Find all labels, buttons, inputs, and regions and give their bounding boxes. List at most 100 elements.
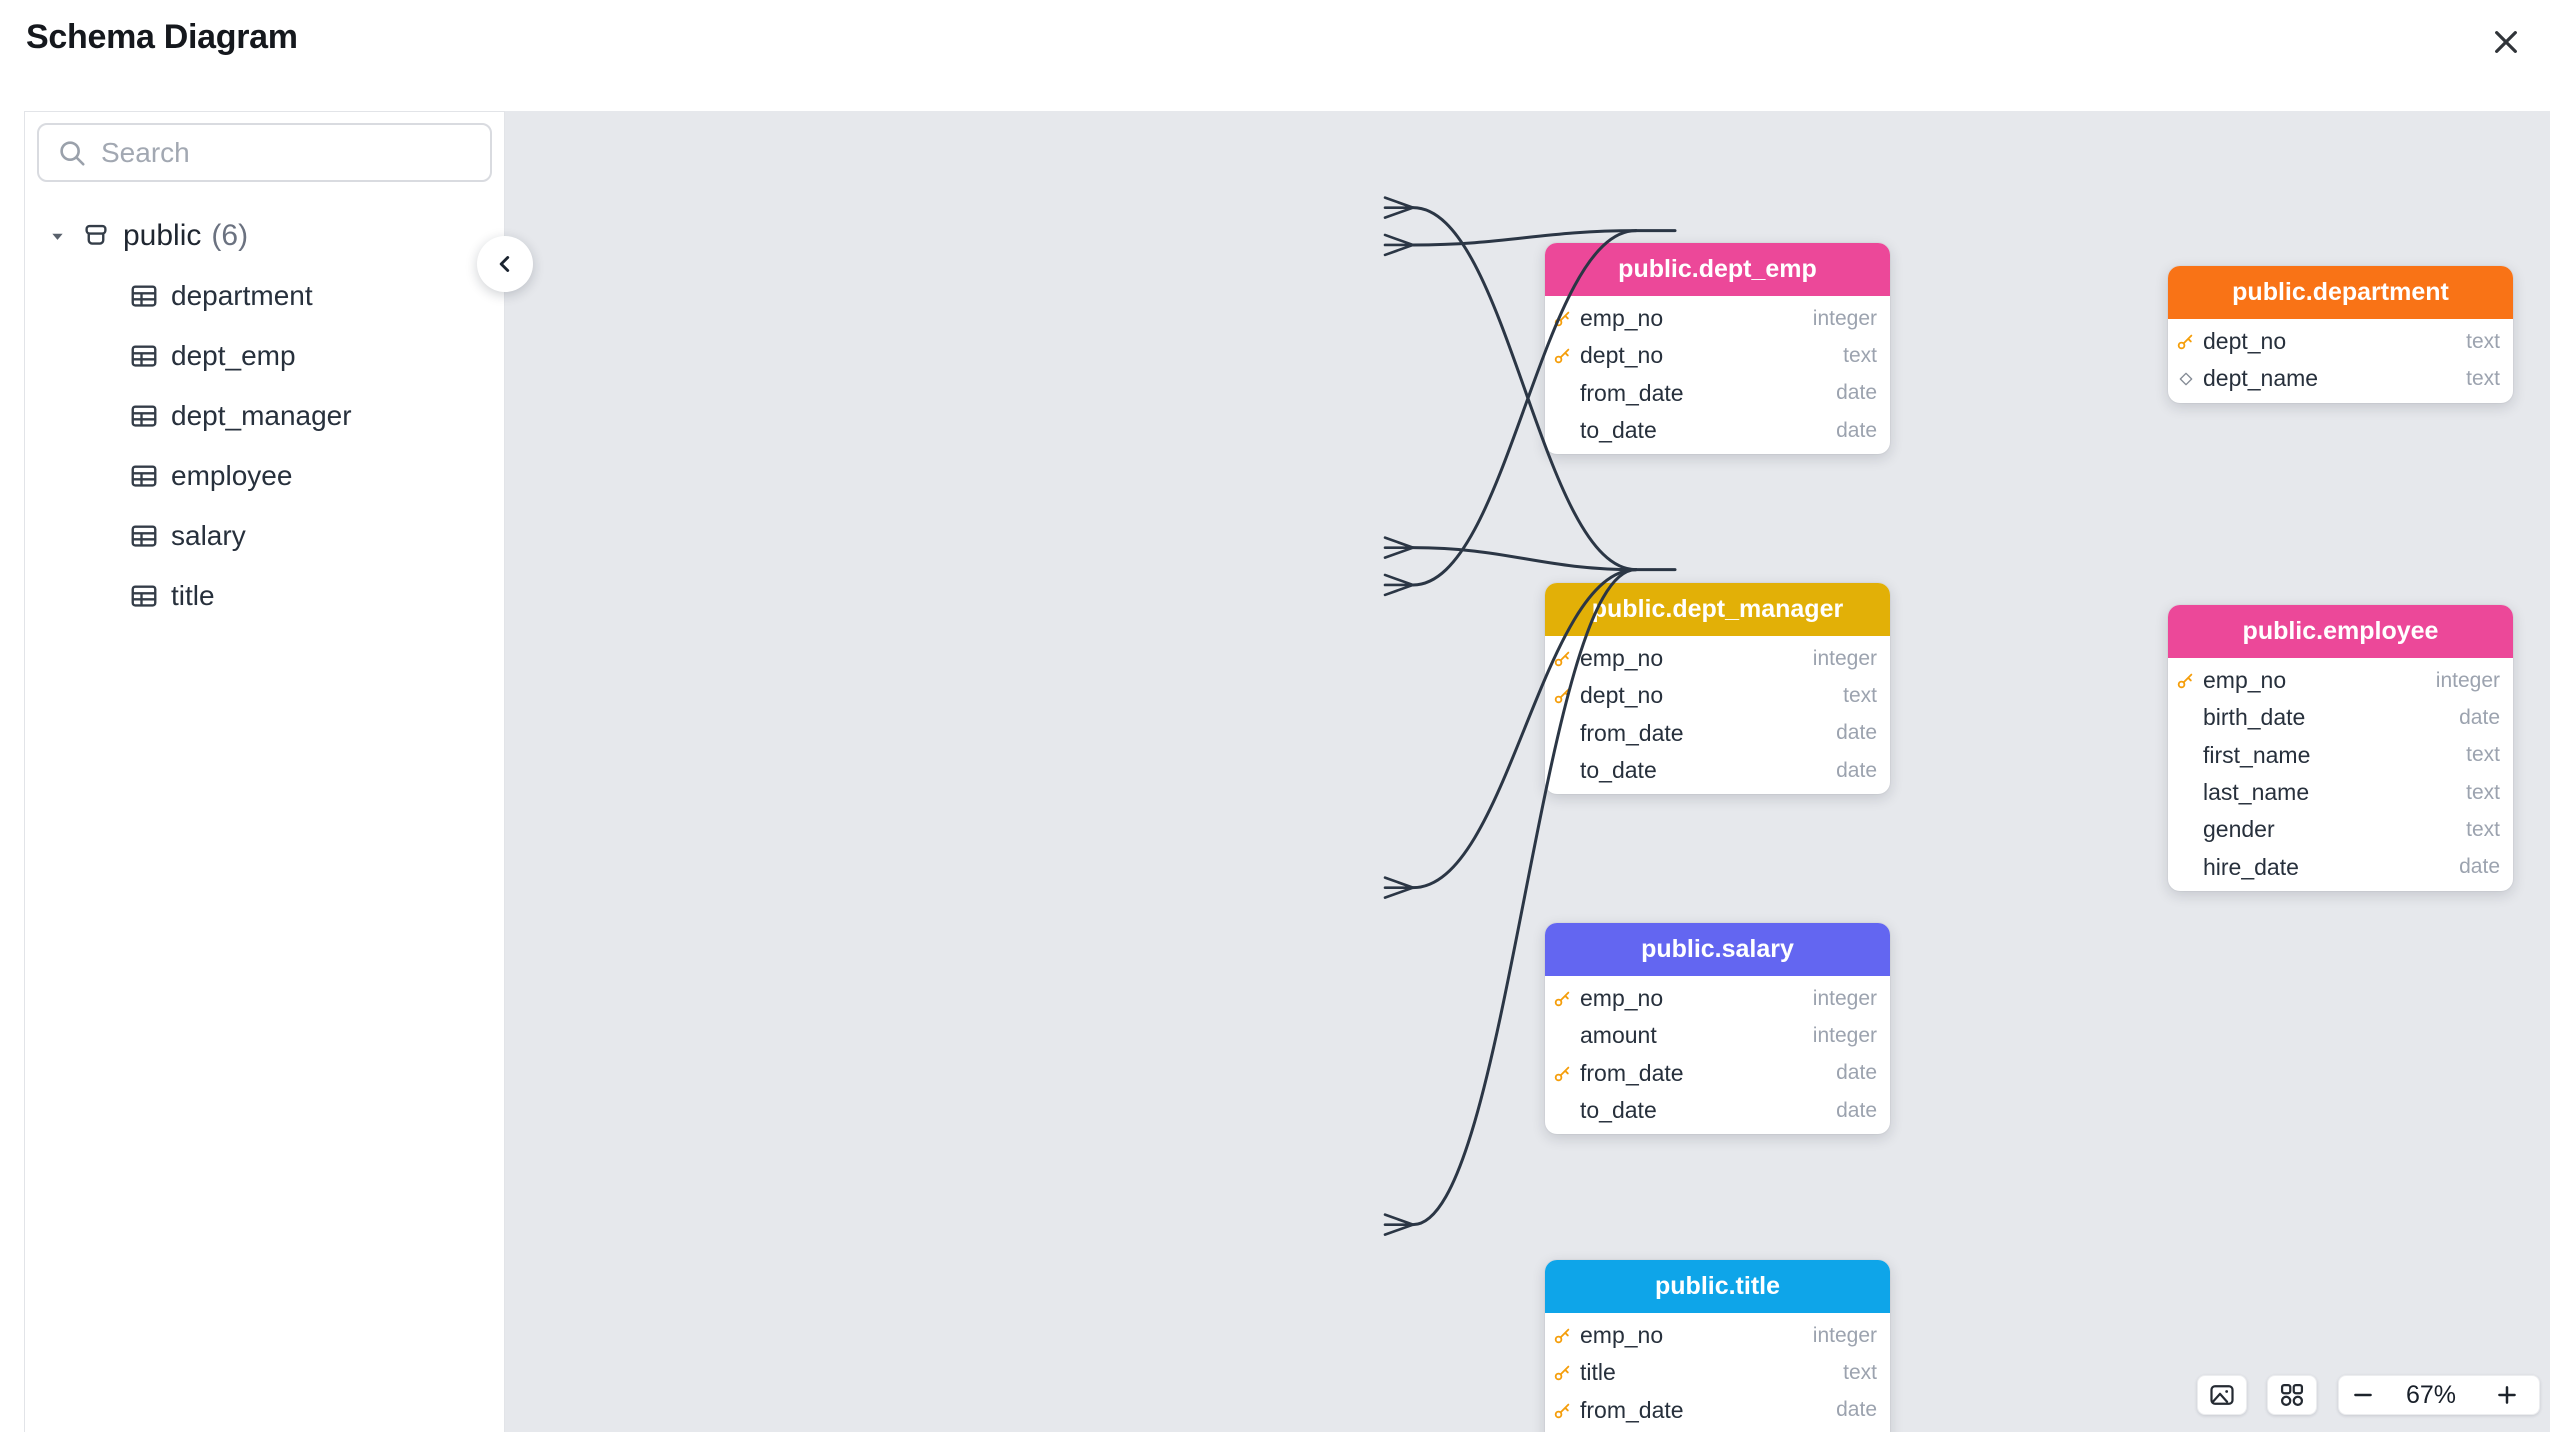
schema-label: public bbox=[123, 219, 202, 252]
search-box[interactable] bbox=[37, 123, 492, 182]
zoom-controls: 67% bbox=[2338, 1375, 2540, 1415]
schema-tree: public (6) department dept_emp dept_manage… bbox=[25, 206, 504, 626]
sidebar-item-salary[interactable]: salary bbox=[25, 506, 504, 566]
caret-down-icon[interactable] bbox=[47, 227, 67, 246]
table-node-title[interactable]: public.employee bbox=[2168, 605, 2513, 658]
table-node-title[interactable]: public.dept_emp bbox=[1545, 243, 1890, 296]
zoom-out-button[interactable] bbox=[2339, 1376, 2387, 1414]
field-type: text bbox=[1843, 683, 1877, 707]
export-image-button[interactable] bbox=[2197, 1375, 2247, 1415]
field-name: emp_no bbox=[1580, 305, 1664, 332]
field-type: integer bbox=[1812, 986, 1877, 1010]
field-icon-spacer bbox=[1552, 1025, 1573, 1046]
minus-icon bbox=[2354, 1393, 2372, 1397]
primary-key-icon bbox=[1552, 685, 1573, 706]
field-name: dept_name bbox=[2203, 365, 2319, 392]
field-type: text bbox=[2466, 366, 2500, 390]
sidebar-collapse-button[interactable] bbox=[477, 236, 533, 292]
field-row-dept_name: dept_name text bbox=[2168, 360, 2513, 397]
field-name: birth_date bbox=[2203, 704, 2306, 731]
sidebar-item-department[interactable]: department bbox=[25, 266, 504, 326]
field-type: date bbox=[1836, 758, 1877, 782]
primary-key-icon bbox=[1552, 988, 1573, 1009]
field-icon-spacer bbox=[2175, 745, 2196, 766]
primary-key-icon bbox=[1552, 1362, 1573, 1383]
field-type: integer bbox=[1812, 1023, 1877, 1047]
field-name: title bbox=[1580, 1359, 1616, 1386]
field-row-birth_date: birth_date date bbox=[2168, 699, 2513, 736]
field-icon-spacer bbox=[2175, 857, 2196, 878]
table-node-title[interactable]: public.department bbox=[2168, 266, 2513, 319]
plus-icon bbox=[2498, 1386, 2516, 1404]
search-input[interactable] bbox=[99, 124, 490, 181]
field-type: text bbox=[1843, 343, 1877, 367]
unique-constraint-icon bbox=[2175, 368, 2196, 389]
table-icon bbox=[129, 281, 159, 311]
primary-key-icon bbox=[1552, 1063, 1573, 1084]
zoom-level: 67% bbox=[2405, 1380, 2457, 1409]
grid-icon bbox=[2280, 1383, 2304, 1407]
field-name: last_name bbox=[2203, 779, 2310, 806]
sidebar-item-dept_emp[interactable]: dept_emp bbox=[25, 326, 504, 386]
page-title: Schema Diagram bbox=[26, 18, 298, 56]
field-icon-spacer bbox=[1552, 383, 1573, 404]
field-name: emp_no bbox=[2203, 667, 2287, 694]
sidebar-item-employee[interactable]: employee bbox=[25, 446, 504, 506]
field-type: date bbox=[2459, 705, 2500, 729]
zoom-in-button[interactable] bbox=[2475, 1376, 2539, 1414]
field-icon-spacer bbox=[1552, 420, 1573, 441]
sidebar-item-title[interactable]: title bbox=[25, 566, 504, 626]
table-node-title[interactable]: public.salary bbox=[1545, 923, 1890, 976]
primary-key-icon bbox=[1552, 1325, 1573, 1346]
table-label: dept_emp bbox=[171, 340, 296, 371]
field-type: integer bbox=[1812, 646, 1877, 670]
field-type: date bbox=[1836, 1398, 1877, 1422]
table-icon bbox=[129, 581, 159, 611]
field-name: from_date bbox=[1580, 1059, 1684, 1086]
field-icon-spacer bbox=[1552, 723, 1573, 744]
field-type: date bbox=[1836, 1098, 1877, 1122]
primary-key-icon bbox=[2175, 331, 2196, 352]
image-icon bbox=[2210, 1385, 2234, 1405]
primary-key-icon bbox=[1552, 345, 1573, 366]
table-icon bbox=[129, 521, 159, 551]
table-node-title[interactable]: public.title bbox=[1545, 1260, 1890, 1313]
table-node-title[interactable]: public.dept_manager bbox=[1545, 583, 1890, 636]
field-name: dept_no bbox=[1580, 682, 1664, 709]
field-icon-spacer bbox=[1552, 1100, 1573, 1121]
sidebar-item-schema-public[interactable]: public (6) bbox=[25, 206, 504, 266]
table-icon bbox=[129, 461, 159, 491]
sidebar-item-dept_manager[interactable]: dept_manager bbox=[25, 386, 504, 446]
field-name: to_date bbox=[1580, 1097, 1657, 1124]
field-name: hire_date bbox=[2203, 853, 2299, 880]
field-name: to_date bbox=[1580, 417, 1657, 444]
sidebar: public (6) department dept_emp dept_manage… bbox=[24, 111, 505, 1432]
field-name: from_date bbox=[1580, 1396, 1684, 1423]
table-label: dept_manager bbox=[171, 400, 352, 431]
primary-key-icon bbox=[2175, 670, 2196, 691]
auto-layout-button[interactable] bbox=[2267, 1375, 2317, 1415]
close-button[interactable] bbox=[2484, 20, 2528, 64]
